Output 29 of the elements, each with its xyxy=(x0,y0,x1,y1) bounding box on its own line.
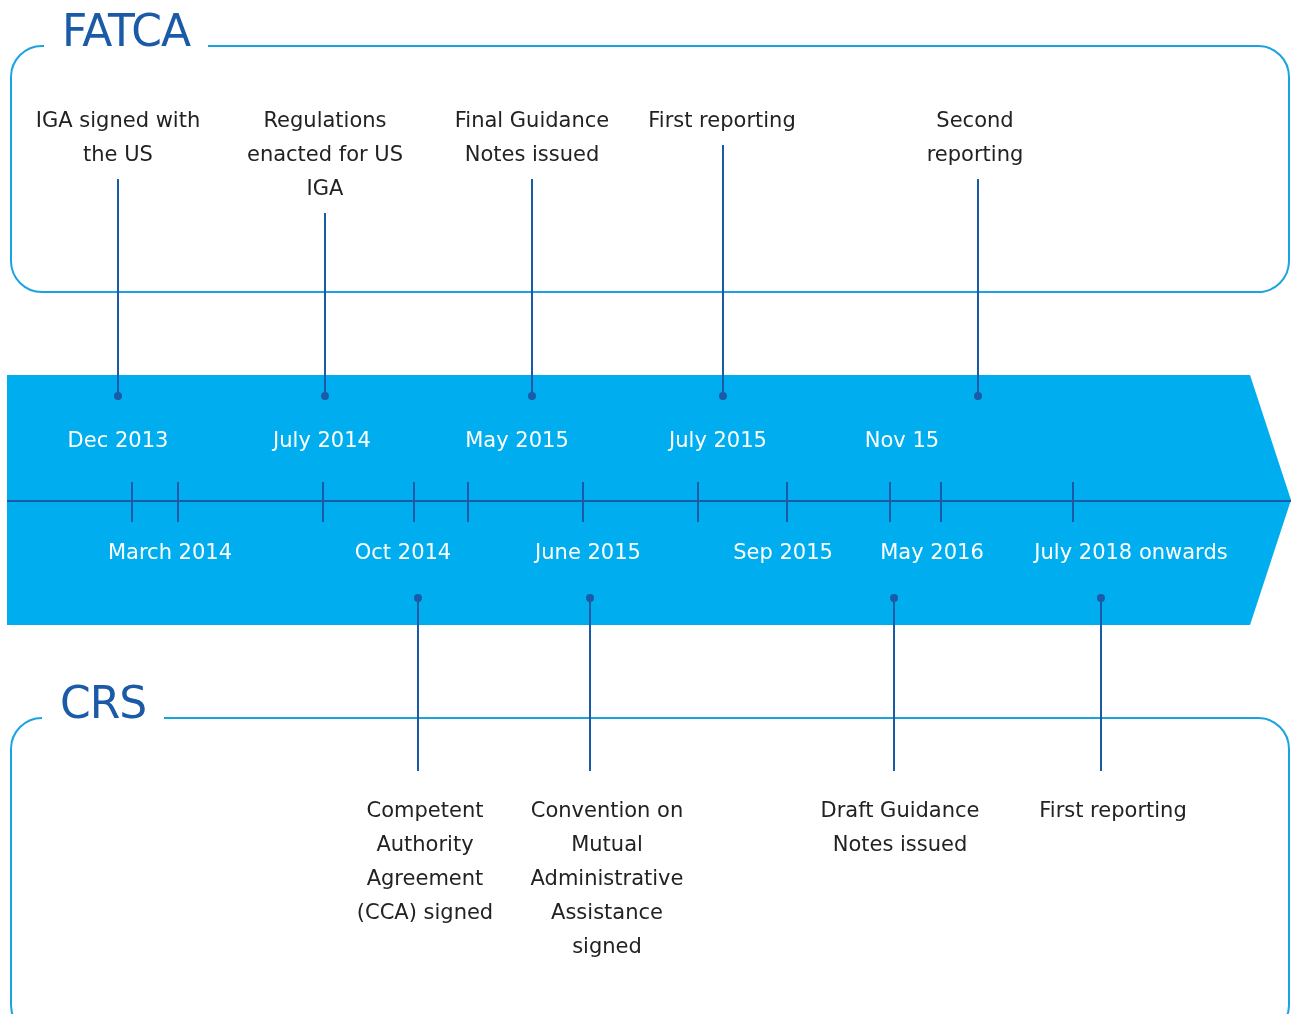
event-label: Final Guidance Notes issued xyxy=(442,103,622,171)
leader-line xyxy=(1097,594,1105,772)
leader-line xyxy=(890,594,898,772)
date-label: July 2015 xyxy=(669,428,767,452)
date-label: March 2014 xyxy=(107,540,233,564)
event-label: First reporting xyxy=(632,103,812,137)
date-label: May 2015 xyxy=(465,428,569,452)
date-label: June 2015 xyxy=(535,540,641,564)
event-label: Competent Authority Agreement (CCA) signed xyxy=(335,793,515,929)
event-label: Regulations enacted for US IGA xyxy=(235,103,415,205)
date-label: May 2016 xyxy=(880,540,984,564)
date-label: July 2018 onwards xyxy=(1034,540,1228,564)
leader-line xyxy=(719,144,727,400)
leader-line xyxy=(528,178,536,400)
event-label: Convention on Mutual Administrative Assistance signed xyxy=(517,793,697,963)
leader-line xyxy=(586,594,594,772)
leader-line xyxy=(414,594,422,772)
event-label: IGA signed with the US xyxy=(28,103,208,171)
date-label: Nov 15 xyxy=(864,428,940,452)
event-label: First reporting xyxy=(1023,793,1203,827)
event-label: Draft Guidance Notes issued xyxy=(810,793,990,861)
date-label: Oct 2014 xyxy=(354,540,452,564)
leader-line xyxy=(974,178,982,400)
leader-line xyxy=(114,178,122,400)
date-label: Sep 2015 xyxy=(733,540,833,564)
date-label: July 2014 xyxy=(273,428,371,452)
leader-line xyxy=(321,212,329,400)
event-label: Second reporting xyxy=(885,103,1065,171)
date-label: Dec 2013 xyxy=(67,428,169,452)
